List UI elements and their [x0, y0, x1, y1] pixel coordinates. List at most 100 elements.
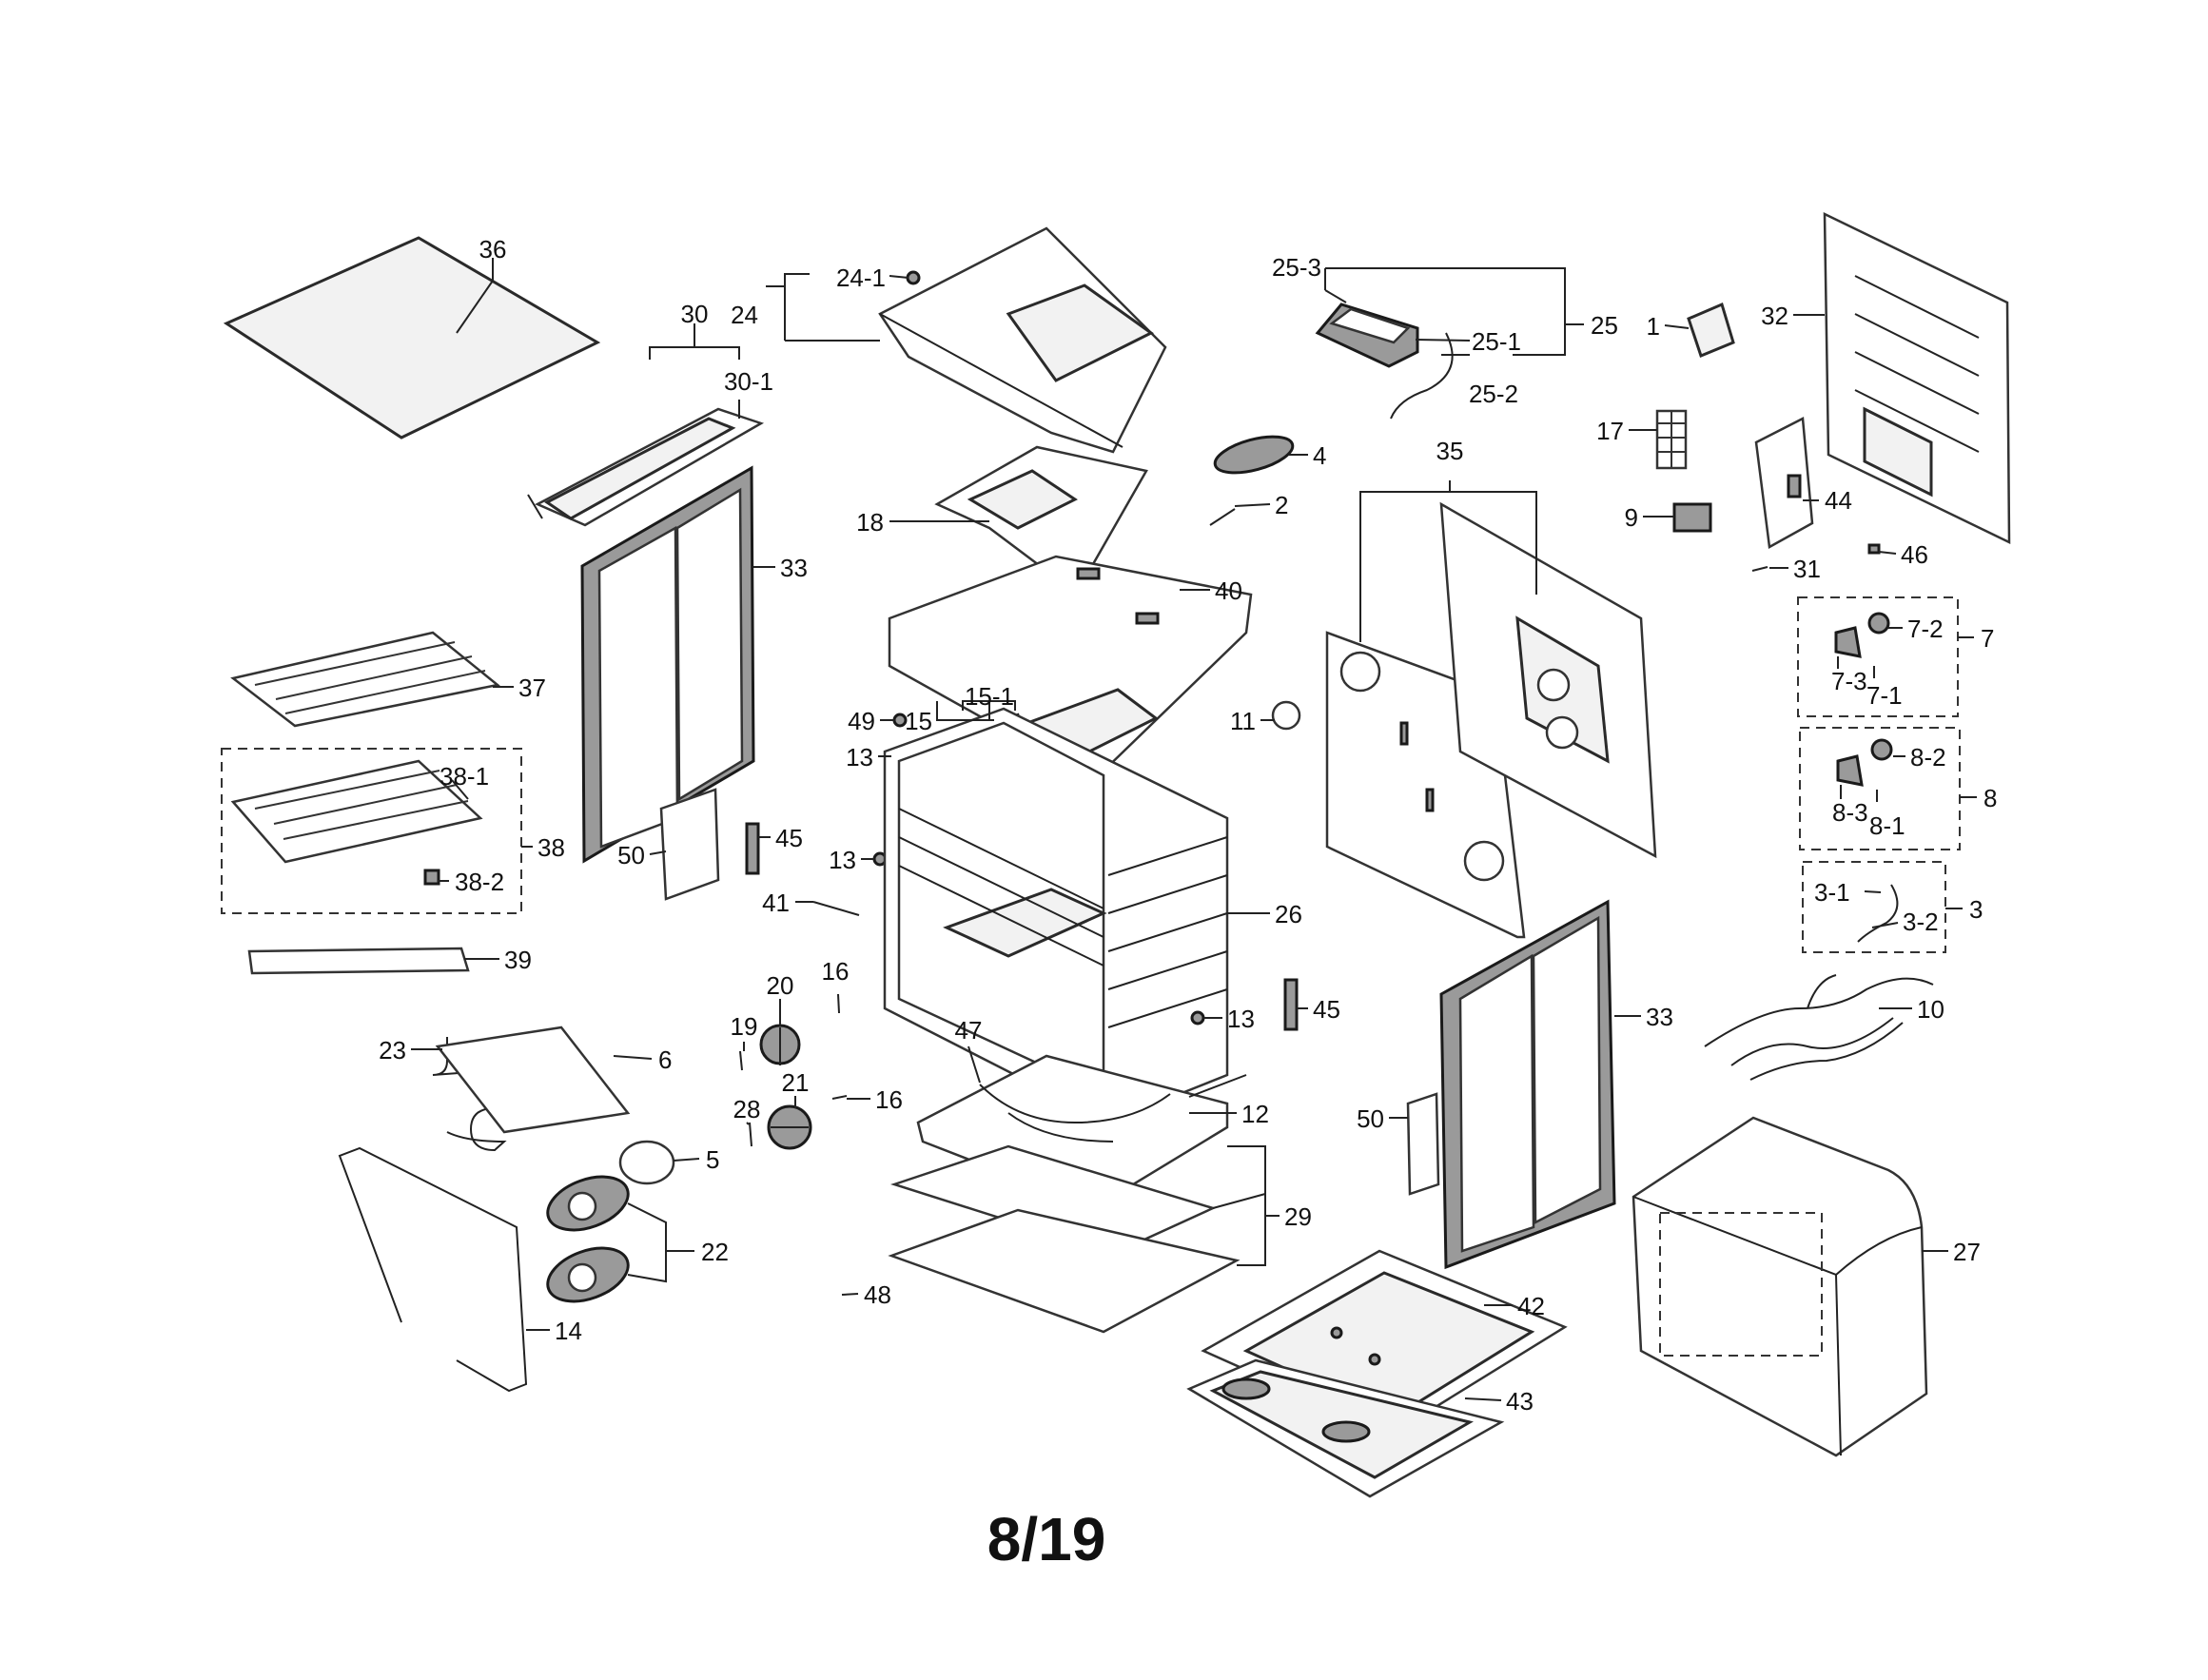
callout-40: 40: [1215, 576, 1242, 605]
callout-25-2: 25-2: [1469, 380, 1518, 408]
callout-3-1: 3-1: [1814, 878, 1850, 907]
part-22-vent-cover: [546, 1175, 630, 1303]
part-21-fan-blade: [767, 1104, 812, 1150]
part-2-screw: [1209, 508, 1236, 526]
callout-27: 27: [1953, 1238, 1981, 1266]
part-13-fastener-c: [1190, 1010, 1205, 1026]
callout-23: 23: [379, 1036, 406, 1065]
callout-18: 18: [856, 508, 884, 537]
callout-14: 14: [555, 1317, 582, 1345]
leader-lines: [411, 258, 1977, 1401]
part-16-shaft-a: [837, 993, 840, 1014]
callout-13-lower: 13: [1227, 1005, 1255, 1033]
part-31-screw: [1751, 566, 1768, 572]
callout-7-2: 7-2: [1907, 615, 1944, 643]
callout-24: 24: [731, 301, 758, 329]
part-14-door-gasket: [338, 1146, 528, 1393]
callout-9: 9: [1625, 503, 1638, 532]
callout-19: 19: [731, 1012, 758, 1041]
callout-7: 7: [1981, 624, 1994, 653]
callout-30-1: 30-1: [724, 367, 773, 396]
part-3-sensor-kit: [1802, 861, 1946, 953]
part-48-screw: [841, 1293, 859, 1296]
part-29-bottom-cover: [888, 1144, 1241, 1334]
part-27-cabinet-body: [1632, 1116, 1928, 1457]
callout-3: 3: [1969, 895, 1983, 924]
callout-22: 22: [701, 1238, 729, 1266]
part-38-rack-kit: [221, 748, 522, 914]
callout-7-3: 7-3: [1831, 667, 1867, 695]
callout-36: 36: [479, 235, 507, 264]
part-45-hinge-upper: [745, 822, 760, 875]
callout-38-2: 38-2: [455, 868, 504, 896]
part-18-duct-bracket: [934, 445, 1148, 573]
callout-26: 26: [1275, 900, 1302, 928]
callout-5: 5: [706, 1145, 719, 1174]
part-24-top-frame: [878, 226, 1167, 454]
callout-32: 32: [1761, 302, 1788, 330]
callout-33-lower: 33: [1646, 1003, 1673, 1031]
part-17-filter: [1655, 409, 1688, 470]
callout-48: 48: [864, 1280, 891, 1309]
part-41-rod: [812, 901, 860, 916]
callout-10: 10: [1917, 995, 1944, 1024]
callout-1: 1: [1647, 312, 1660, 341]
callout-20: 20: [767, 971, 794, 1000]
callout-labels: 36 30 30-1 24 24-1 25-3 25 25-1 25-2 32 …: [379, 235, 1997, 1573]
callout-50-lower: 50: [1357, 1104, 1384, 1133]
callout-17: 17: [1596, 417, 1624, 445]
callout-38-1: 38-1: [440, 762, 489, 791]
part-25-bracket-assembly: [1315, 303, 1454, 420]
page-number: 8/19: [987, 1505, 1106, 1573]
part-32-back-panel: [1823, 211, 2011, 545]
callout-15-1: 15-1: [965, 682, 1014, 711]
part-20-fan-blade: [759, 1024, 801, 1065]
part-7-switch-kit: [1797, 596, 1959, 717]
callout-6: 6: [658, 1045, 672, 1074]
part-39-trim-bar: [247, 947, 470, 975]
part-16-shaft-b: [831, 1095, 848, 1100]
callout-39: 39: [504, 946, 532, 974]
part-46-fastener: [1867, 543, 1881, 555]
callout-3-2: 3-2: [1903, 908, 1939, 936]
callout-45-lower: 45: [1313, 995, 1340, 1024]
part-6-broil-element: [432, 1026, 631, 1152]
callout-11: 11: [1230, 707, 1256, 735]
callout-50-upper: 50: [617, 841, 645, 869]
part-50-plate-lower: [1406, 1092, 1440, 1196]
callout-15: 15: [905, 707, 932, 735]
callout-8: 8: [1983, 784, 1997, 812]
callout-44: 44: [1825, 486, 1852, 515]
part-30-control-frame: [527, 407, 765, 527]
callout-38: 38: [537, 833, 565, 862]
part-43-bottom-tray: [1186, 1358, 1505, 1498]
callout-16-lower: 16: [875, 1085, 903, 1114]
callout-42: 42: [1517, 1292, 1545, 1320]
part-44-control-bracket: [1754, 417, 1814, 549]
part-37-oven-rack: [230, 631, 500, 728]
callout-31: 31: [1793, 555, 1821, 583]
callout-21: 21: [782, 1068, 810, 1097]
part-5-gasket: [618, 1140, 675, 1185]
part-26-oven-cavity: [883, 707, 1229, 1124]
callout-46: 46: [1901, 540, 1928, 569]
callout-35: 35: [1436, 437, 1464, 465]
part-35-rear-wall: [1325, 501, 1657, 939]
part-50-plate-upper: [659, 788, 720, 901]
callout-13-mid: 13: [829, 846, 856, 874]
callout-43: 43: [1506, 1387, 1534, 1416]
callout-16-upper: 16: [822, 957, 850, 986]
callout-25-3: 25-3: [1272, 253, 1321, 282]
part-1-cover-plate: [1687, 302, 1735, 358]
callout-47: 47: [955, 1016, 983, 1045]
part-10-wire-harness: [1704, 974, 1934, 1081]
part-11-plug: [1271, 700, 1301, 731]
callout-37: 37: [518, 674, 546, 702]
callout-13-upper: 13: [846, 743, 873, 772]
callout-29: 29: [1284, 1202, 1312, 1231]
part-8-switch-kit: [1799, 727, 1961, 850]
part-4-trim-piece: [1213, 435, 1295, 475]
part-28-screw: [749, 1122, 752, 1147]
callout-30: 30: [681, 300, 709, 328]
